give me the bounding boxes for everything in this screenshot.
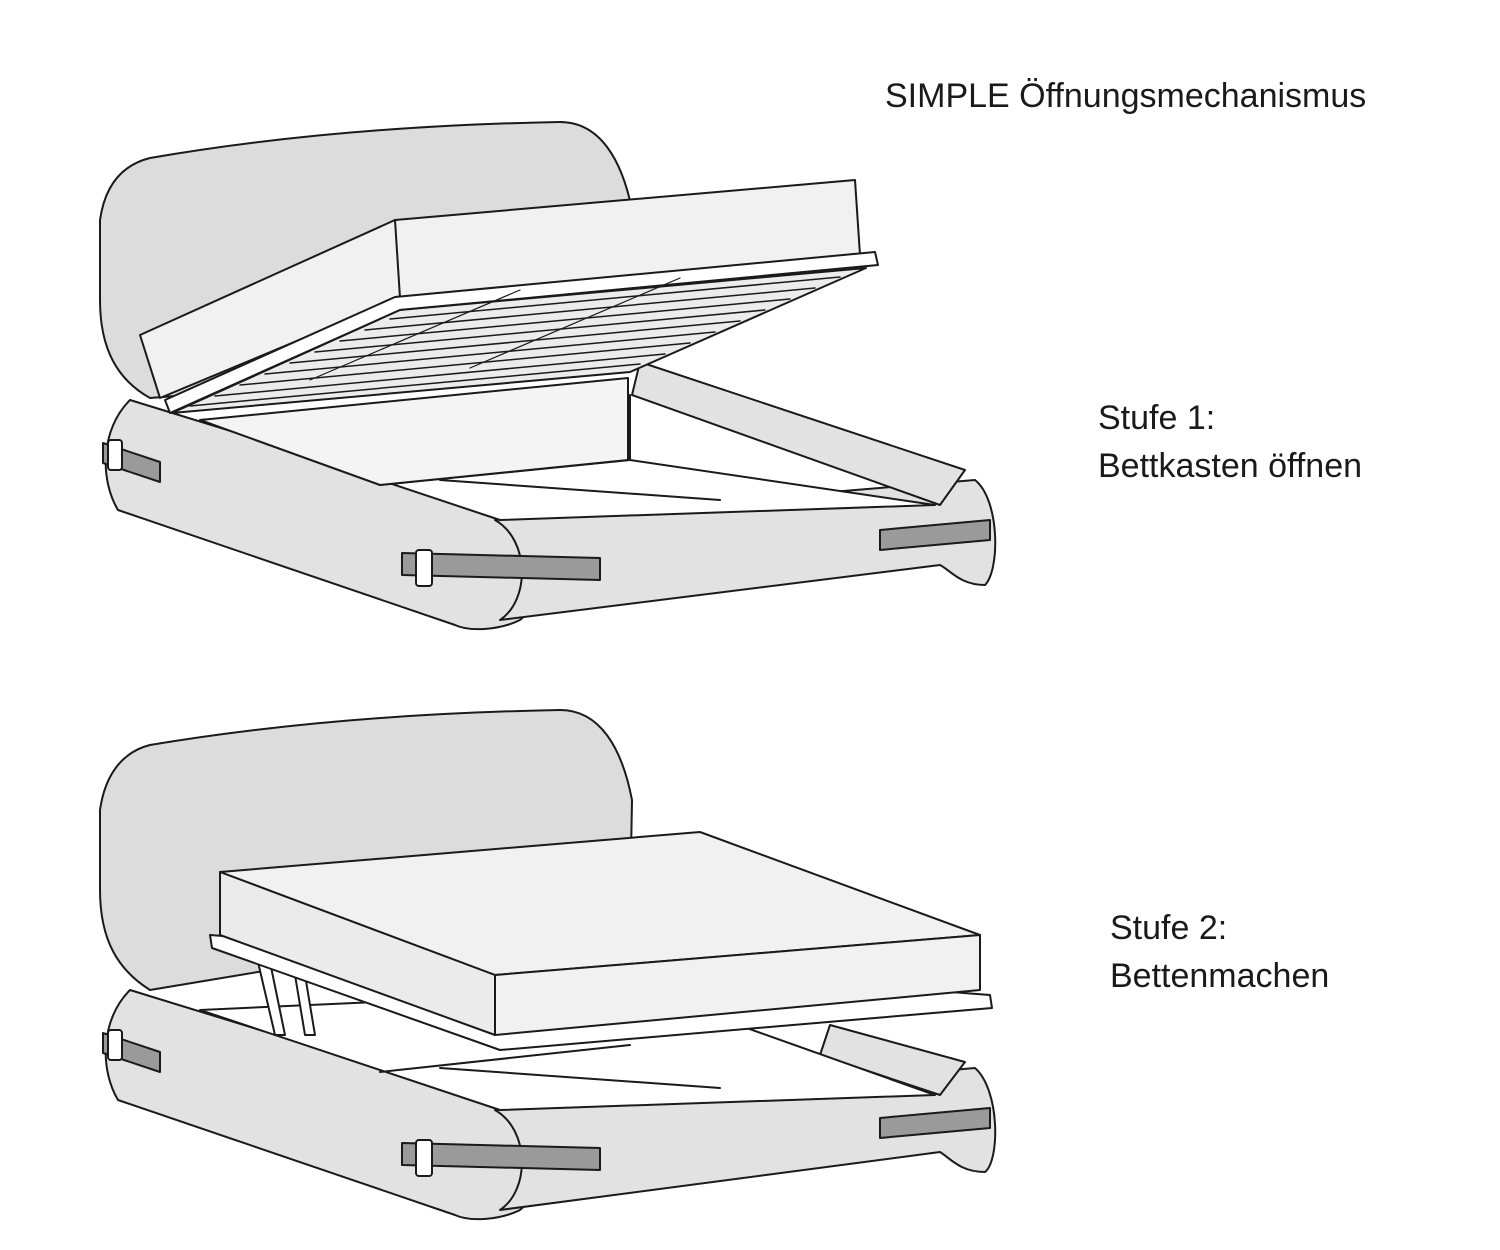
buckle-2a: [107, 1029, 123, 1061]
lid-frame-1: [164, 251, 879, 414]
straps-2: [102, 1029, 991, 1177]
strap-2b: [401, 1142, 601, 1171]
buckle-1b: [415, 549, 433, 587]
slatted-base-1: [171, 267, 867, 414]
box-divider-2: [379, 1044, 721, 1089]
side-rail-right-2: [819, 1024, 966, 1096]
strap-1b: [401, 552, 601, 581]
strap-2c: [879, 1107, 991, 1139]
side-rail-right-1: [631, 361, 966, 506]
step-2-heading: Stufe 2:: [1110, 909, 1228, 947]
buckle-1a: [107, 439, 123, 471]
mattress-side-2: [219, 871, 496, 1036]
buckle-2b: [415, 1139, 433, 1177]
step-1-heading: Stufe 1:: [1098, 399, 1216, 437]
straps-1: [102, 439, 991, 587]
bed-stage-2-illustration: [99, 709, 997, 1221]
diagram-title: SIMPLE Öffnungsmechanismus: [885, 77, 1367, 115]
step-2-caption: Stufe 2: Bettenmachen: [1110, 904, 1329, 1000]
box-back-wall-1: [199, 377, 629, 486]
step-1-caption: Stufe 1: Bettkasten öffnen: [1098, 394, 1362, 490]
bed-stage-1-illustration: [99, 121, 997, 631]
slats-1: [189, 276, 841, 407]
step-2-description: Bettenmachen: [1110, 957, 1330, 995]
step-1-description: Bettkasten öffnen: [1098, 447, 1363, 485]
strap-1c: [879, 519, 991, 551]
mattress-top-edge-1: [394, 219, 401, 299]
